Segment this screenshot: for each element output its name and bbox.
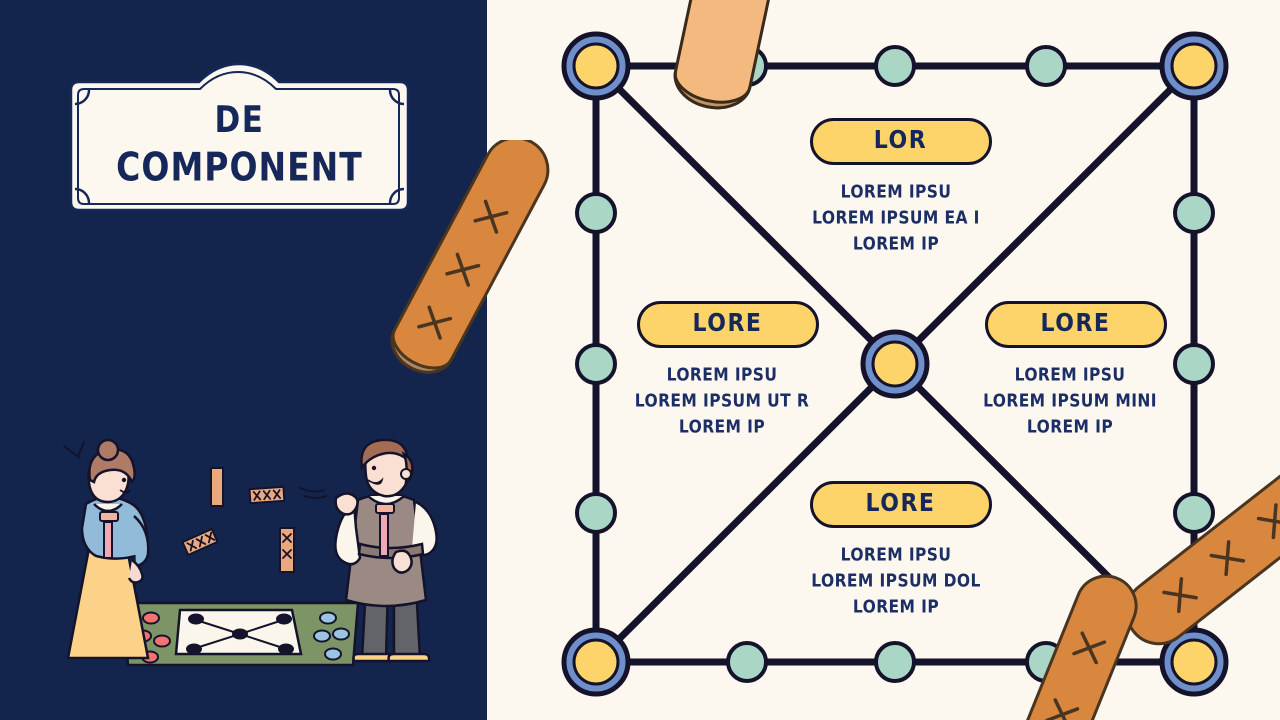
block-bottom-label: LORE [865, 489, 936, 518]
diagram-block-right[interactable]: LORE LOREM IPSU LOREM IPSUM MINI LOREM I… [968, 301, 1172, 440]
block-right-label: LORE [1040, 309, 1111, 338]
block-top-body: LOREM IPSU LOREM IPSUM EA I LOREM IP [796, 179, 996, 257]
diagram-block-left[interactable]: LORE LOREM IPSU LOREM IPSUM UT R LOREM I… [620, 301, 824, 440]
blue-tokens-icon [313, 611, 350, 661]
title-plate: DE COMPONENT [68, 62, 411, 212]
block-top-line1: LOREM IPSU [840, 181, 952, 203]
block-right-line3: LOREM IP [1026, 416, 1114, 438]
yut-stick-bottom-right-icon [1004, 574, 1138, 720]
block-top-pill[interactable]: LOR [809, 118, 992, 165]
center-node [860, 329, 930, 399]
block-top-line3: LOREM IP [852, 233, 940, 255]
block-right-body: LOREM IPSU LOREM IPSUM MINI LOREM IP [968, 362, 1172, 440]
figure-woman-icon [66, 438, 150, 660]
block-bottom-pill[interactable]: LORE [809, 481, 992, 528]
block-right-pill[interactable]: LORE [984, 301, 1167, 348]
block-right-line2: LOREM IPSUM MINI [983, 390, 1157, 412]
block-left-pill[interactable]: LORE [636, 301, 819, 348]
block-left-body: LOREM IPSU LOREM IPSUM UT R LOREM IP [620, 362, 824, 440]
block-left-line1: LOREM IPSU [666, 364, 778, 386]
title-line-2: COMPONENT [116, 144, 363, 191]
title-line-1: DE [214, 99, 265, 142]
block-left-line2: LOREM IPSUM UT R [634, 390, 810, 412]
corner-node-group [561, 31, 1229, 697]
block-left-label: LORE [692, 309, 763, 338]
block-bottom-line1: LOREM IPSU [840, 544, 952, 566]
block-bottom-body: LOREM IPSU LOREM IPSUM DOL LOREM IP [796, 542, 996, 620]
yut-stick-top-icon [673, 0, 785, 110]
block-top-line2: LOREM IPSUM EA I [812, 207, 980, 229]
block-right-line1: LOREM IPSU [1014, 364, 1126, 386]
diagram-block-top[interactable]: LOR LOREM IPSU LOREM IPSUM EA I LOREM IP [796, 118, 996, 257]
block-left-line3: LOREM IP [678, 416, 766, 438]
tossed-yut-sticks-icon [63, 441, 327, 573]
yut-stick-left-icon [390, 140, 550, 374]
block-top-label: LOR [873, 126, 928, 155]
diagram-block-bottom[interactable]: LORE LOREM IPSU LOREM IPSUM DOL LOREM IP [796, 481, 996, 620]
game-mat-icon [121, 601, 360, 667]
block-bottom-line3: LOREM IP [852, 596, 940, 618]
block-bottom-line2: LOREM IPSUM DOL [811, 570, 981, 592]
page-title: DE COMPONENT [68, 98, 411, 190]
title-plate-frame [69, 62, 410, 212]
yut-nori-illustration [63, 438, 438, 667]
figure-man-icon [334, 438, 438, 663]
